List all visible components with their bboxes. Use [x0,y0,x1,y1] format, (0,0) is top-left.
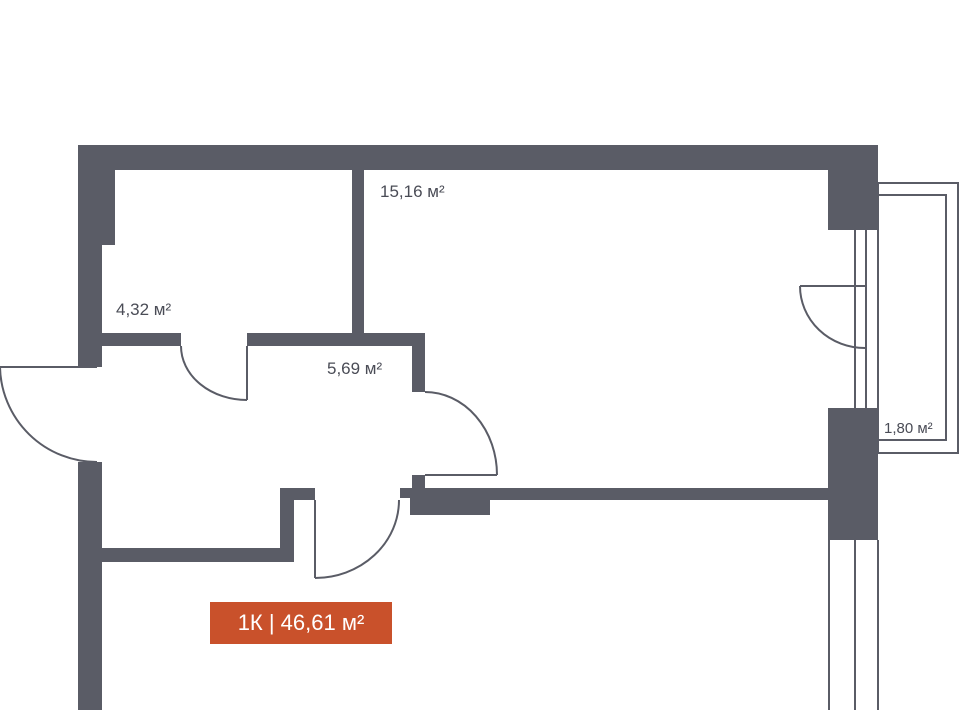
apartment-summary-badge: 1К | 46,61 м² [210,602,392,644]
windows-doors [0,182,959,710]
room-area-label: 15,16 м² [380,182,445,201]
balcony-area-label: 1,80 м² [884,420,933,437]
walls [78,145,878,710]
bathroom-area-label: 4,32 м² [116,300,172,319]
hallway-area-label: 5,69 м² [327,359,383,378]
